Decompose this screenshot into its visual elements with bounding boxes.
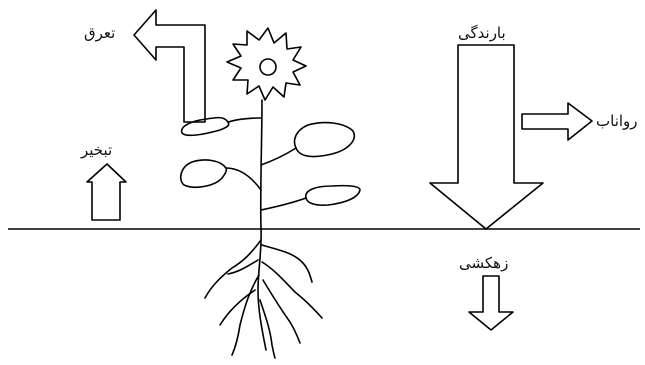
leaf (261, 198, 306, 210)
label-transpiration: تعرق (84, 24, 115, 42)
leaf (295, 123, 355, 157)
label-evaporation: تبخير (81, 141, 112, 159)
label-precipitation: بارندگی (458, 24, 506, 42)
leaf (228, 118, 261, 122)
leaf (306, 186, 360, 206)
leaf (181, 160, 227, 187)
precipitation-arrow (430, 45, 543, 229)
evaporation-arrow (87, 164, 126, 220)
leaf (226, 168, 261, 190)
flower-head (227, 28, 306, 100)
label-drainage: زهکشی (459, 254, 508, 272)
transpiration-arrow (134, 10, 205, 122)
runoff-arrow (522, 103, 592, 140)
leaf (261, 148, 296, 165)
plant-roots (205, 229, 322, 358)
drainage-arrow (469, 276, 513, 330)
label-runoff: رواناب (596, 112, 638, 130)
